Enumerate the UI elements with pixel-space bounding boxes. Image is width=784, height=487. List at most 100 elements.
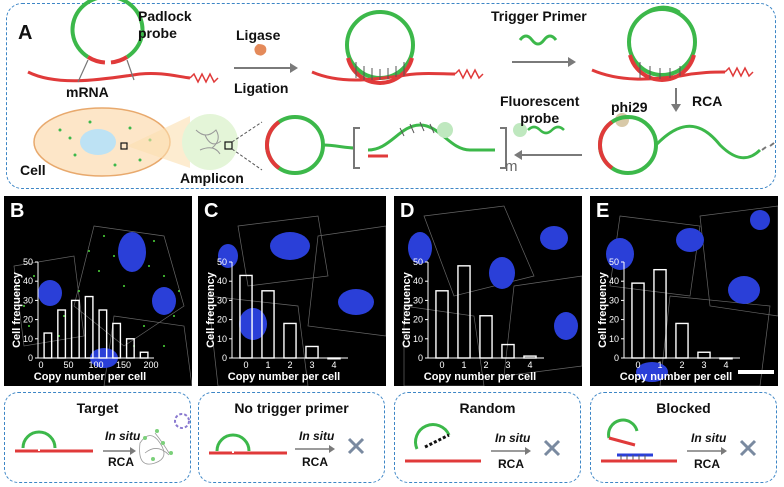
panel-a-frame: [6, 3, 776, 189]
x-tick-label: 0: [635, 360, 640, 370]
y-tick-label: 50: [413, 257, 423, 267]
rca-label: RCA: [108, 455, 134, 469]
x-tick-label: 50: [63, 360, 73, 370]
rca-label: RCA: [302, 455, 328, 469]
y-tick-label: 40: [217, 276, 227, 286]
target-illustration: [15, 413, 190, 465]
bar: [501, 343, 515, 359]
rca-label: RCA: [692, 93, 723, 109]
repeat-m-label: m: [505, 158, 518, 175]
y-axis-label: Cell frequency: [205, 271, 217, 348]
y-tick-label: 30: [609, 295, 619, 305]
control-box-target: Target In situ RCA: [4, 392, 191, 483]
bar: [261, 290, 275, 359]
mrna-label: mRNA: [66, 84, 109, 100]
y-tick-label: 50: [23, 257, 33, 267]
y-tick-label: 0: [222, 353, 227, 363]
random-illustration: [405, 423, 561, 463]
bar: [631, 282, 645, 359]
bar: [43, 332, 53, 359]
insitu-label: In situ: [495, 431, 531, 445]
y-tick-label: 50: [217, 257, 227, 267]
y-tick-label: 20: [217, 315, 227, 325]
insitu-label: In situ: [105, 429, 141, 443]
bar: [675, 322, 689, 359]
no-trigger-illustration: [209, 433, 365, 455]
x-tick-label: 2: [679, 360, 684, 370]
bar: [305, 345, 319, 359]
y-tick-label: 10: [23, 334, 33, 344]
x-axis-label: Copy number per cell: [34, 371, 146, 383]
control-title: Target: [76, 400, 119, 416]
x-tick-label: 2: [483, 360, 488, 370]
y-tick-label: 30: [413, 295, 423, 305]
panel-c-label: C: [204, 200, 219, 222]
y-tick-label: 10: [413, 334, 423, 344]
ligation-label: Ligation: [234, 80, 289, 96]
y-tick-label: 40: [609, 276, 619, 286]
bar: [84, 295, 94, 359]
bar: [523, 355, 537, 359]
y-tick-label: 30: [217, 295, 227, 305]
x-tick-label: 4: [331, 360, 336, 370]
x-tick-label: 100: [88, 360, 103, 370]
rca-label: RCA: [694, 457, 720, 471]
bar: [239, 274, 253, 359]
y-tick-label: 20: [609, 315, 619, 325]
y-tick-label: 10: [609, 334, 619, 344]
panel-e-label: E: [596, 200, 610, 222]
y-axis-label: Cell frequency: [597, 271, 609, 348]
scale-bar: [738, 370, 774, 374]
trigger-primer-icon: [518, 34, 558, 46]
x-tick-label: 0: [243, 360, 248, 370]
panel-b-label: B: [10, 200, 25, 222]
x-tick-label: 150: [116, 360, 131, 370]
bar: [112, 322, 122, 359]
x-tick-label: 3: [505, 360, 510, 370]
bar: [327, 357, 341, 360]
x-tick-label: 1: [265, 360, 270, 370]
bar: [457, 265, 471, 359]
ligase-icon: [254, 44, 267, 56]
fluorescent-probe-icon: [513, 123, 527, 137]
insitu-label: In situ: [299, 429, 335, 443]
x-tick-label: 4: [527, 360, 532, 370]
x-tick-label: 200: [143, 360, 158, 370]
panel-d-label: D: [400, 200, 415, 222]
trigger-primer-label: Trigger Primer: [491, 8, 587, 24]
ligase-label: Ligase: [236, 27, 281, 43]
padlock-probe-label: Padlock probe: [138, 8, 192, 41]
insitu-label: In situ: [691, 431, 727, 445]
y-tick-label: 20: [413, 315, 423, 325]
bar: [98, 309, 108, 359]
control-title: No trigger primer: [234, 400, 349, 416]
x-tick-label: 4: [723, 360, 728, 370]
panel-a-label: A: [18, 22, 33, 44]
amplicon-label: Amplicon: [180, 170, 244, 186]
x-tick-label: 3: [701, 360, 706, 370]
bar: [435, 290, 449, 359]
x-tick-label: 1: [657, 360, 662, 370]
control-title: Blocked: [656, 400, 711, 416]
y-tick-label: 30: [23, 295, 33, 305]
control-title: Random: [459, 400, 516, 416]
x-tick-label: 2: [287, 360, 292, 370]
bar: [479, 315, 493, 359]
y-tick-label: 0: [418, 353, 423, 363]
bar: [70, 299, 80, 359]
y-tick-label: 0: [28, 353, 33, 363]
y-axis-label: Cell frequency: [11, 271, 23, 348]
x-axis-label: Copy number per cell: [424, 371, 536, 383]
bar: [283, 322, 297, 359]
x-tick-label: 1: [461, 360, 466, 370]
